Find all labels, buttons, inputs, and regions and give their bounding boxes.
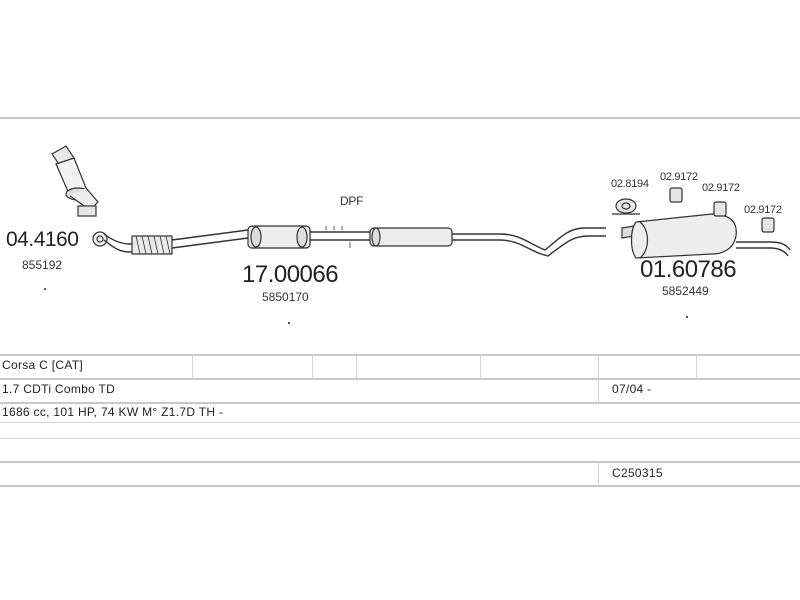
- column-divider: [312, 355, 313, 378]
- row-divider: [0, 378, 800, 380]
- middle-silencer-shape: [369, 227, 453, 247]
- part-number-17-00066: 17.00066: [242, 261, 339, 288]
- part-number-02-9172-a: 02.9172: [660, 171, 698, 183]
- row-divider: [0, 438, 800, 439]
- table-top-border: [0, 354, 800, 356]
- exhaust-drawing: [51, 145, 791, 259]
- oem-5850170: 5850170: [262, 290, 309, 304]
- column-divider: [598, 379, 599, 402]
- column-divider: [598, 462, 599, 485]
- code-cell: C250315: [612, 466, 663, 480]
- dpf-shape: [247, 225, 311, 249]
- marker-dot: [44, 288, 46, 290]
- rear-silencer-shape: [621, 213, 791, 259]
- column-divider: [696, 355, 697, 378]
- part-number-02-8194: 02.8194: [611, 178, 649, 190]
- dpf-label: DPF: [340, 194, 364, 208]
- engine-cell: 1.7 CDTi Combo TD: [2, 382, 116, 396]
- hanger-9172-c-shape: [761, 217, 775, 233]
- column-divider: [356, 355, 357, 378]
- row-divider: [0, 402, 800, 404]
- marker-dot: [288, 322, 290, 324]
- row-divider: [0, 422, 800, 423]
- row-divider: [0, 461, 800, 463]
- part-number-02-9172-c: 02.9172: [744, 204, 782, 216]
- hanger-9172-b-shape: [713, 201, 727, 217]
- part-number-01-60786: 01.60786: [640, 256, 737, 283]
- hanger-8194-shape: [612, 198, 640, 215]
- table-bottom-border: [0, 485, 800, 487]
- catalytic-converter-shape: [51, 145, 108, 247]
- hanger-9172-a-shape: [669, 187, 683, 203]
- oem-5852449: 5852449: [662, 284, 709, 298]
- model-cell: Corsa C [CAT]: [2, 358, 84, 372]
- column-divider: [480, 355, 481, 378]
- flex-joint-shape: [131, 235, 173, 255]
- column-divider: [192, 355, 193, 378]
- specs-cell: 1686 cc, 101 HP, 74 KW M° Z1.7D TH -: [2, 405, 224, 419]
- exhaust-diagram: 04.4160 855192 DPF 17.00066 5850170 02.8…: [0, 118, 800, 354]
- date-range-cell: 07/04 -: [612, 382, 652, 396]
- marker-dot: [686, 316, 688, 318]
- oem-855192: 855192: [22, 258, 63, 272]
- part-number-04-4160: 04.4160: [6, 228, 79, 251]
- column-divider: [598, 355, 599, 378]
- top-border: [0, 117, 800, 119]
- part-number-02-9172-b: 02.9172: [702, 182, 740, 194]
